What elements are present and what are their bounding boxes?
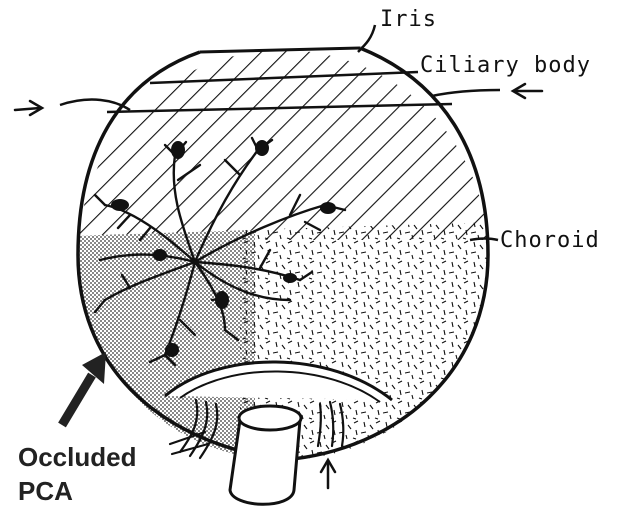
optic-nerve — [230, 406, 301, 504]
label-choroid: Choroid — [500, 228, 600, 253]
up-arrow — [321, 460, 335, 488]
iris-top-edge — [200, 48, 360, 52]
label-iris: Iris — [380, 7, 437, 32]
iris-pointer-line — [358, 25, 375, 52]
ciliary-pointer-line — [432, 90, 500, 96]
left-arrow — [15, 101, 42, 115]
label-pca: PCA — [18, 476, 73, 506]
right-arrow — [513, 84, 542, 98]
label-ciliary-body: Ciliary body — [420, 53, 591, 78]
label-occluded: Occluded — [18, 442, 136, 472]
occluded-pca-arrow — [62, 352, 106, 425]
